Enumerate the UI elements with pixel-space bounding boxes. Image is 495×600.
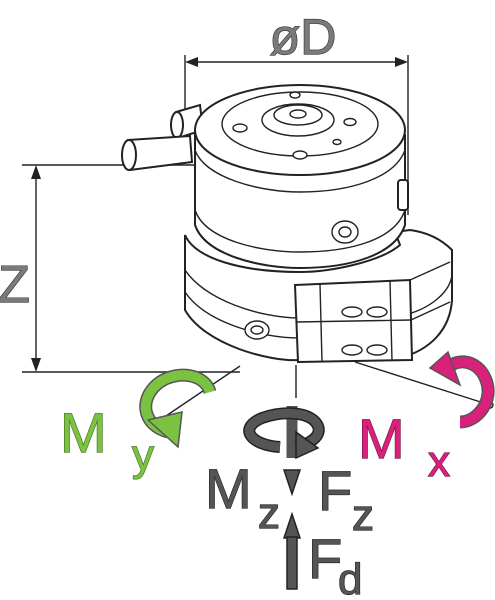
force-z-sub: z xyxy=(352,491,374,540)
force-d-label: F d xyxy=(308,527,362,600)
force-z-main: F xyxy=(318,459,352,522)
moment-z-arrow-icon xyxy=(243,406,325,460)
height-dimension: Z xyxy=(0,164,240,373)
moment-x-label: M x xyxy=(358,407,450,486)
moment-z-main: M xyxy=(205,457,252,520)
force-z-label: F z xyxy=(318,459,374,540)
moment-y-sub: y xyxy=(132,431,154,480)
gripper-body xyxy=(121,84,453,364)
moment-z-sub: z xyxy=(258,489,280,538)
force-d-arrow-icon xyxy=(282,511,302,590)
diameter-label: øD xyxy=(270,9,337,65)
moment-z-label: M z xyxy=(205,457,280,538)
force-d-main: F xyxy=(308,527,342,590)
diameter-dimension: øD xyxy=(184,8,409,215)
moment-y-label: M y xyxy=(60,401,154,480)
moment-x-arrow-icon xyxy=(428,350,495,429)
moment-y-arrow-icon xyxy=(139,368,217,449)
height-label: Z xyxy=(0,256,30,314)
moment-y-main: M xyxy=(60,401,107,464)
force-z-arrow-icon xyxy=(282,469,302,497)
force-d-sub: d xyxy=(338,555,362,600)
moment-x-sub: x xyxy=(428,437,450,486)
moment-x-main: M xyxy=(358,407,405,470)
